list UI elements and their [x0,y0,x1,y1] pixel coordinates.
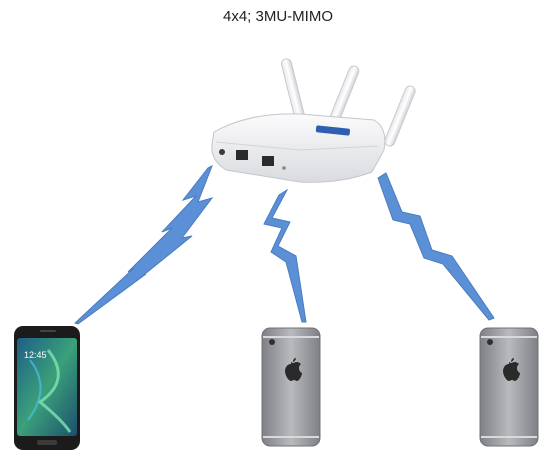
access-point-router [211,58,416,183]
ethernet-port-1 [236,150,248,160]
diagram-caption: 4x4; 3MU-MIMO [222,8,333,25]
camera-icon [269,339,275,345]
apple-logo-icon [503,358,520,381]
iphone-right [479,327,539,447]
camera-icon [487,339,493,345]
antenna-left [280,58,306,122]
wireless-link-right [377,172,495,321]
android-clock: 12:45 [24,350,47,360]
iphone-middle [261,327,321,447]
wireless-link-middle [263,188,307,323]
ethernet-port-2 [262,156,274,166]
status-led [282,166,286,170]
wireless-link-left [74,164,214,325]
power-jack [219,149,225,155]
router-logo [315,125,351,136]
antenna-right [384,85,416,147]
android-phone: 12:45 [14,326,80,450]
apple-logo-icon [285,358,302,381]
